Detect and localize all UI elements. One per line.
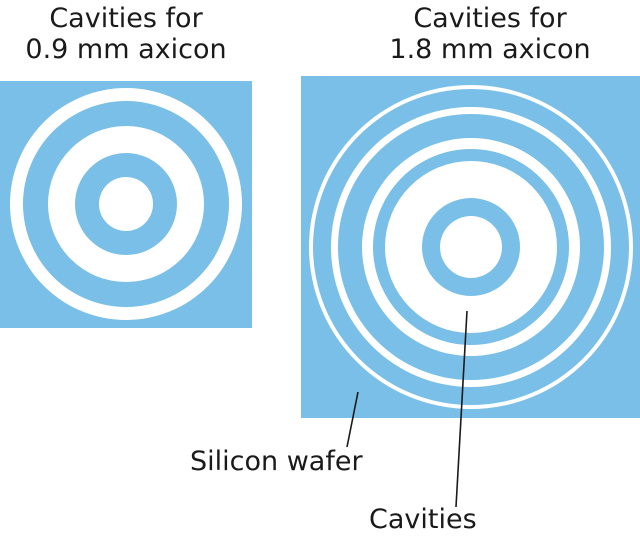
wafer-large — [301, 76, 640, 418]
wafer-small — [0, 81, 252, 328]
cavity-center — [440, 216, 502, 278]
left-title-line1: Cavities for — [49, 3, 203, 34]
right-title-line1: Cavities for — [413, 3, 567, 34]
wafer-leader-line — [346, 391, 359, 448]
right-panel-title: Cavities for 1.8 mm axicon — [340, 3, 640, 65]
cavities-leader-line — [455, 310, 468, 508]
left-panel-title: Cavities for 0.9 mm axicon — [0, 3, 252, 65]
cavity-center — [99, 177, 153, 231]
cavities-label: Cavities — [369, 504, 477, 535]
silicon-wafer-label: Silicon wafer — [190, 446, 363, 477]
left-title-line2: 0.9 mm axicon — [25, 34, 227, 65]
right-title-line2: 1.8 mm axicon — [389, 34, 591, 65]
